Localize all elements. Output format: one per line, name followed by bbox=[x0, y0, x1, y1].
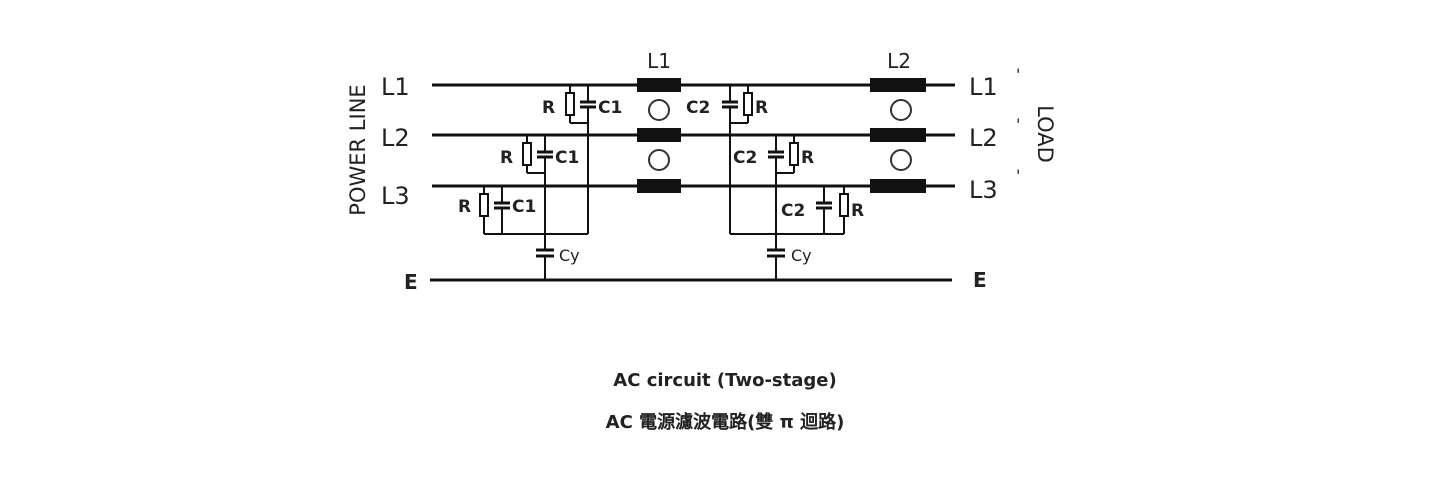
power-line-title: POWER LINE bbox=[346, 84, 370, 215]
c1-label: C1 bbox=[598, 98, 622, 118]
resistor-label: R bbox=[500, 148, 513, 168]
prime-mark-l3: ' bbox=[1016, 166, 1020, 185]
choke-label-l1: L1 bbox=[647, 49, 671, 73]
choke-winding bbox=[870, 128, 926, 142]
c2-label: C2 bbox=[781, 201, 805, 221]
choke-winding bbox=[637, 128, 681, 142]
choke-core bbox=[648, 99, 670, 121]
resistor-label: R bbox=[458, 197, 471, 217]
resistor-label: R bbox=[801, 148, 814, 168]
cy-label: Cy bbox=[559, 246, 580, 265]
resistor-label: R bbox=[542, 98, 555, 118]
prime-mark-l1: ' bbox=[1016, 65, 1020, 84]
prime-mark-l2: ' bbox=[1016, 115, 1020, 134]
caption-chinese: AC 電源濾波電路(雙 π 迴路) bbox=[605, 412, 845, 433]
ac-filter-schematic: POWER LINE LOAD L1 L2 L3 L1 L2 L3 ' ' ' … bbox=[346, 49, 1057, 294]
resistor bbox=[565, 92, 575, 116]
resistor-label: R bbox=[851, 201, 864, 221]
cy-label: Cy bbox=[791, 246, 812, 265]
resistor bbox=[479, 193, 489, 217]
right-label-l1: L1 bbox=[969, 73, 998, 101]
c2-label: C2 bbox=[686, 98, 710, 118]
right-label-l2: L2 bbox=[969, 124, 998, 152]
left-label-l2: L2 bbox=[381, 124, 410, 152]
choke-stage1 bbox=[637, 78, 681, 193]
caption-english: AC circuit (Two-stage) bbox=[613, 370, 837, 391]
left-label-l3: L3 bbox=[381, 182, 410, 210]
earth-label-right: E bbox=[973, 268, 987, 292]
resistor bbox=[522, 142, 532, 166]
choke-winding bbox=[637, 78, 681, 92]
c1-label: C1 bbox=[512, 197, 536, 217]
c2-label: C2 bbox=[733, 148, 757, 168]
left-label-l1: L1 bbox=[381, 73, 410, 101]
choke-core bbox=[890, 99, 912, 121]
choke-winding bbox=[870, 78, 926, 92]
choke-label-l2: L2 bbox=[887, 49, 911, 73]
choke-core bbox=[648, 149, 670, 171]
choke-winding bbox=[870, 179, 926, 193]
resistor bbox=[743, 92, 753, 116]
stage2-rc-network bbox=[722, 85, 849, 280]
choke-core bbox=[890, 149, 912, 171]
conductors bbox=[430, 83, 955, 282]
resistor bbox=[839, 193, 849, 217]
right-label-l3: L3 bbox=[969, 176, 998, 204]
choke-stage2 bbox=[870, 78, 926, 193]
resistor-label: R bbox=[755, 98, 768, 118]
stage1-rc-network bbox=[479, 85, 596, 280]
c1-label: C1 bbox=[555, 148, 579, 168]
resistor bbox=[789, 142, 799, 166]
earth-label-left: E bbox=[404, 270, 418, 294]
load-title: LOAD bbox=[1033, 105, 1057, 163]
choke-winding bbox=[637, 179, 681, 193]
